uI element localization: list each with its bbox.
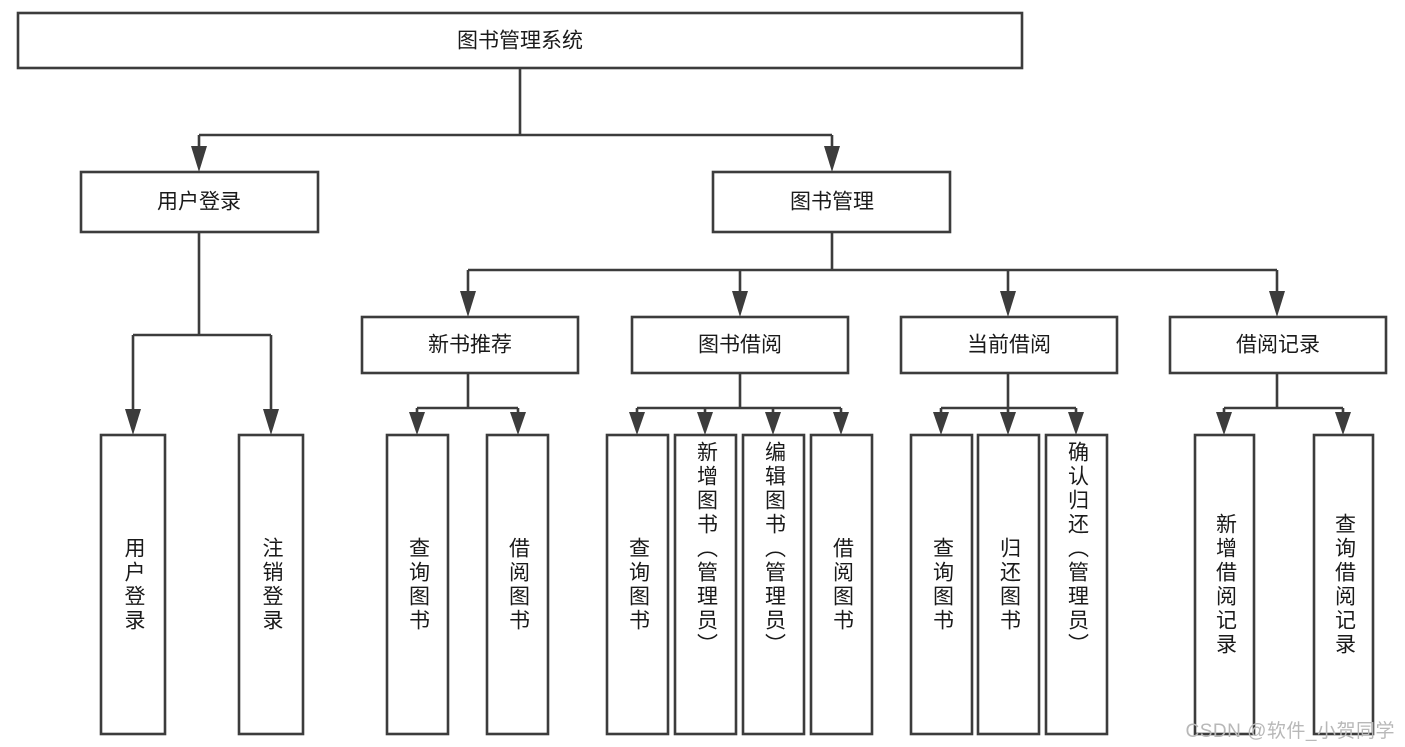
node-leaf-borrow-book-2-box[interactable] (809, 433, 874, 736)
node-leaf-confirm-return-box[interactable] (1044, 433, 1109, 736)
node-leaf-logout-box[interactable] (237, 433, 305, 736)
connector-borrowrecord-to-leaves (1216, 373, 1351, 435)
arrowhead-leaf-borrow-book-2 (833, 412, 849, 435)
node-leaf-return-book-box[interactable] (976, 433, 1041, 736)
node-user-login-box[interactable] (79, 170, 320, 234)
connector-newbookrec-to-leaves (409, 373, 526, 435)
arrowhead-book-borrow (732, 291, 748, 317)
node-leaf-borrow-book-1-box[interactable] (485, 433, 550, 736)
node-user-login[interactable]: 用户登录 (79, 170, 320, 234)
node-leaf-query-book-2-box[interactable] (605, 433, 670, 736)
node-leaf-query-record-box[interactable] (1312, 433, 1375, 736)
node-new-book-rec-box[interactable] (360, 315, 580, 375)
node-new-book-rec[interactable]: 新书推荐 (360, 315, 580, 375)
node-current-borrow[interactable]: 当前借阅 (899, 315, 1119, 375)
arrowhead-leaf-return-book (1000, 412, 1016, 435)
node-book-manage[interactable]: 图书管理 (711, 170, 952, 234)
arrowhead-leaf-user-login (125, 409, 141, 435)
node-leaf-user-login-box[interactable] (99, 433, 167, 736)
arrowhead-leaf-borrow-book-1 (510, 412, 526, 435)
node-leaf-add-record-box[interactable] (1193, 433, 1256, 736)
connector-root-to-level2 (191, 68, 840, 172)
arrowhead-leaf-logout (263, 409, 279, 435)
node-borrow-record-box[interactable] (1168, 315, 1388, 375)
node-root[interactable]: 图书管理系统 (16, 11, 1024, 70)
connector-userlogin-to-leaves (125, 232, 279, 435)
node-root-box[interactable] (16, 11, 1024, 70)
node-borrow-record-label: 借阅记录 (1236, 334, 1320, 357)
arrowhead-leaf-add-book (697, 412, 713, 435)
node-book-manage-label: 图书管理 (790, 191, 874, 214)
arrowhead-leaf-query-record (1335, 412, 1351, 435)
node-current-borrow-box[interactable] (899, 315, 1119, 375)
node-book-borrow[interactable]: 图书借阅 (630, 315, 850, 375)
csdn-watermark: CSDN @软件_小贺同学 (1185, 721, 1395, 742)
arrowhead-new-book-rec (460, 291, 476, 317)
node-leaf-query-book-3-box[interactable] (909, 433, 974, 736)
node-new-book-rec-label: 新书推荐 (428, 334, 512, 357)
node-leaf-add-book-box[interactable] (673, 433, 738, 736)
node-borrow-record[interactable]: 借阅记录 (1168, 315, 1388, 375)
connector-currentborrow-to-leaves (933, 373, 1084, 435)
arrowhead-leaf-query-book-3 (933, 412, 949, 435)
leaf-boxes (99, 433, 1375, 736)
node-root-label: 图书管理系统 (457, 30, 583, 53)
node-book-borrow-label: 图书借阅 (698, 334, 782, 357)
arrowhead-book-manage (824, 146, 840, 172)
node-current-borrow-label: 当前借阅 (967, 334, 1051, 357)
arrowhead-leaf-add-record (1216, 412, 1232, 435)
connector-bookmanage-to-level3 (460, 232, 1285, 317)
arrowhead-leaf-edit-book (765, 412, 781, 435)
connector-bookborrow-to-leaves (629, 373, 849, 435)
arrowhead-borrow-record (1269, 291, 1285, 317)
node-book-borrow-box[interactable] (630, 315, 850, 375)
arrowhead-current-borrow (1000, 291, 1016, 317)
arrowhead-leaf-confirm-return (1068, 412, 1084, 435)
node-book-manage-box[interactable] (711, 170, 952, 234)
node-leaf-edit-book-box[interactable] (741, 433, 806, 736)
arrowhead-user-login (191, 146, 207, 172)
node-leaf-query-book-1-box[interactable] (385, 433, 450, 736)
arrowhead-leaf-query-book-2 (629, 412, 645, 435)
node-user-login-label: 用户登录 (157, 191, 241, 214)
arrowhead-leaf-query-book-1 (409, 412, 425, 435)
